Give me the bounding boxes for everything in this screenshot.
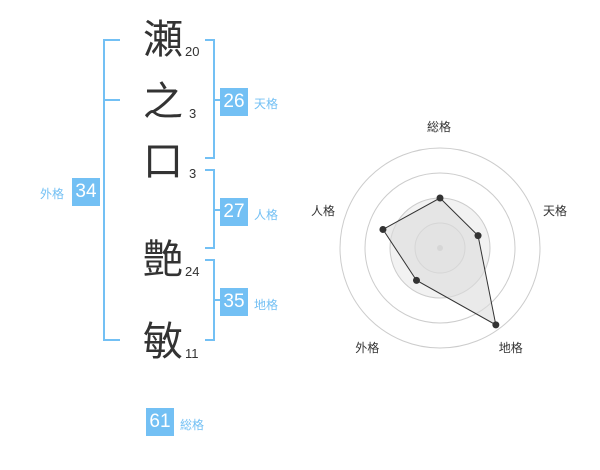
radar-axis-label-4: 外格	[355, 340, 380, 355]
radar-point-1	[436, 194, 444, 202]
radar-series-polygon	[382, 197, 497, 326]
radar-point-5	[379, 225, 387, 233]
name-char-2: 之	[143, 79, 183, 125]
jinkaku-badge: 27	[220, 198, 248, 226]
name-char-4-strokes: 24	[185, 264, 200, 279]
radar-axis-label-1: 総格	[427, 120, 452, 134]
chikaku-badge: 35	[220, 288, 248, 316]
radar-axis-label-5: 人格	[310, 204, 335, 219]
radar-axis-label-3: 地格	[498, 340, 523, 355]
radar-grid-ring	[364, 172, 516, 324]
name-char-1-strokes: 20	[185, 44, 200, 59]
name-char-5: 敏	[143, 319, 183, 365]
soukaku-label: 総格	[180, 418, 205, 432]
gaikaku-badge: 34	[72, 178, 100, 206]
name-char-3: 口	[143, 139, 183, 185]
name-char-4: 艶	[143, 237, 183, 283]
radar-axis-label-2: 天格	[543, 204, 568, 219]
tenkaku-badge: 26	[220, 88, 248, 116]
chikaku-label: 地格	[254, 298, 279, 312]
name-char-3-strokes: 3	[189, 166, 197, 181]
name-char-5-strokes: 11	[185, 346, 199, 361]
radar-point-2	[474, 232, 482, 240]
radar-point-3	[492, 321, 500, 329]
tenkaku-label: 天格	[254, 97, 279, 111]
jinkaku-label: 人格	[254, 208, 279, 222]
name-char-2-strokes: 3	[189, 106, 197, 121]
radar-point-4	[412, 276, 420, 284]
radar-grid-ring	[339, 147, 541, 349]
gaikaku-bracket	[103, 39, 120, 341]
soukaku-badge: 61	[146, 408, 174, 436]
name-char-1: 瀬	[143, 17, 183, 63]
gaikaku-label: 外格	[40, 187, 65, 201]
